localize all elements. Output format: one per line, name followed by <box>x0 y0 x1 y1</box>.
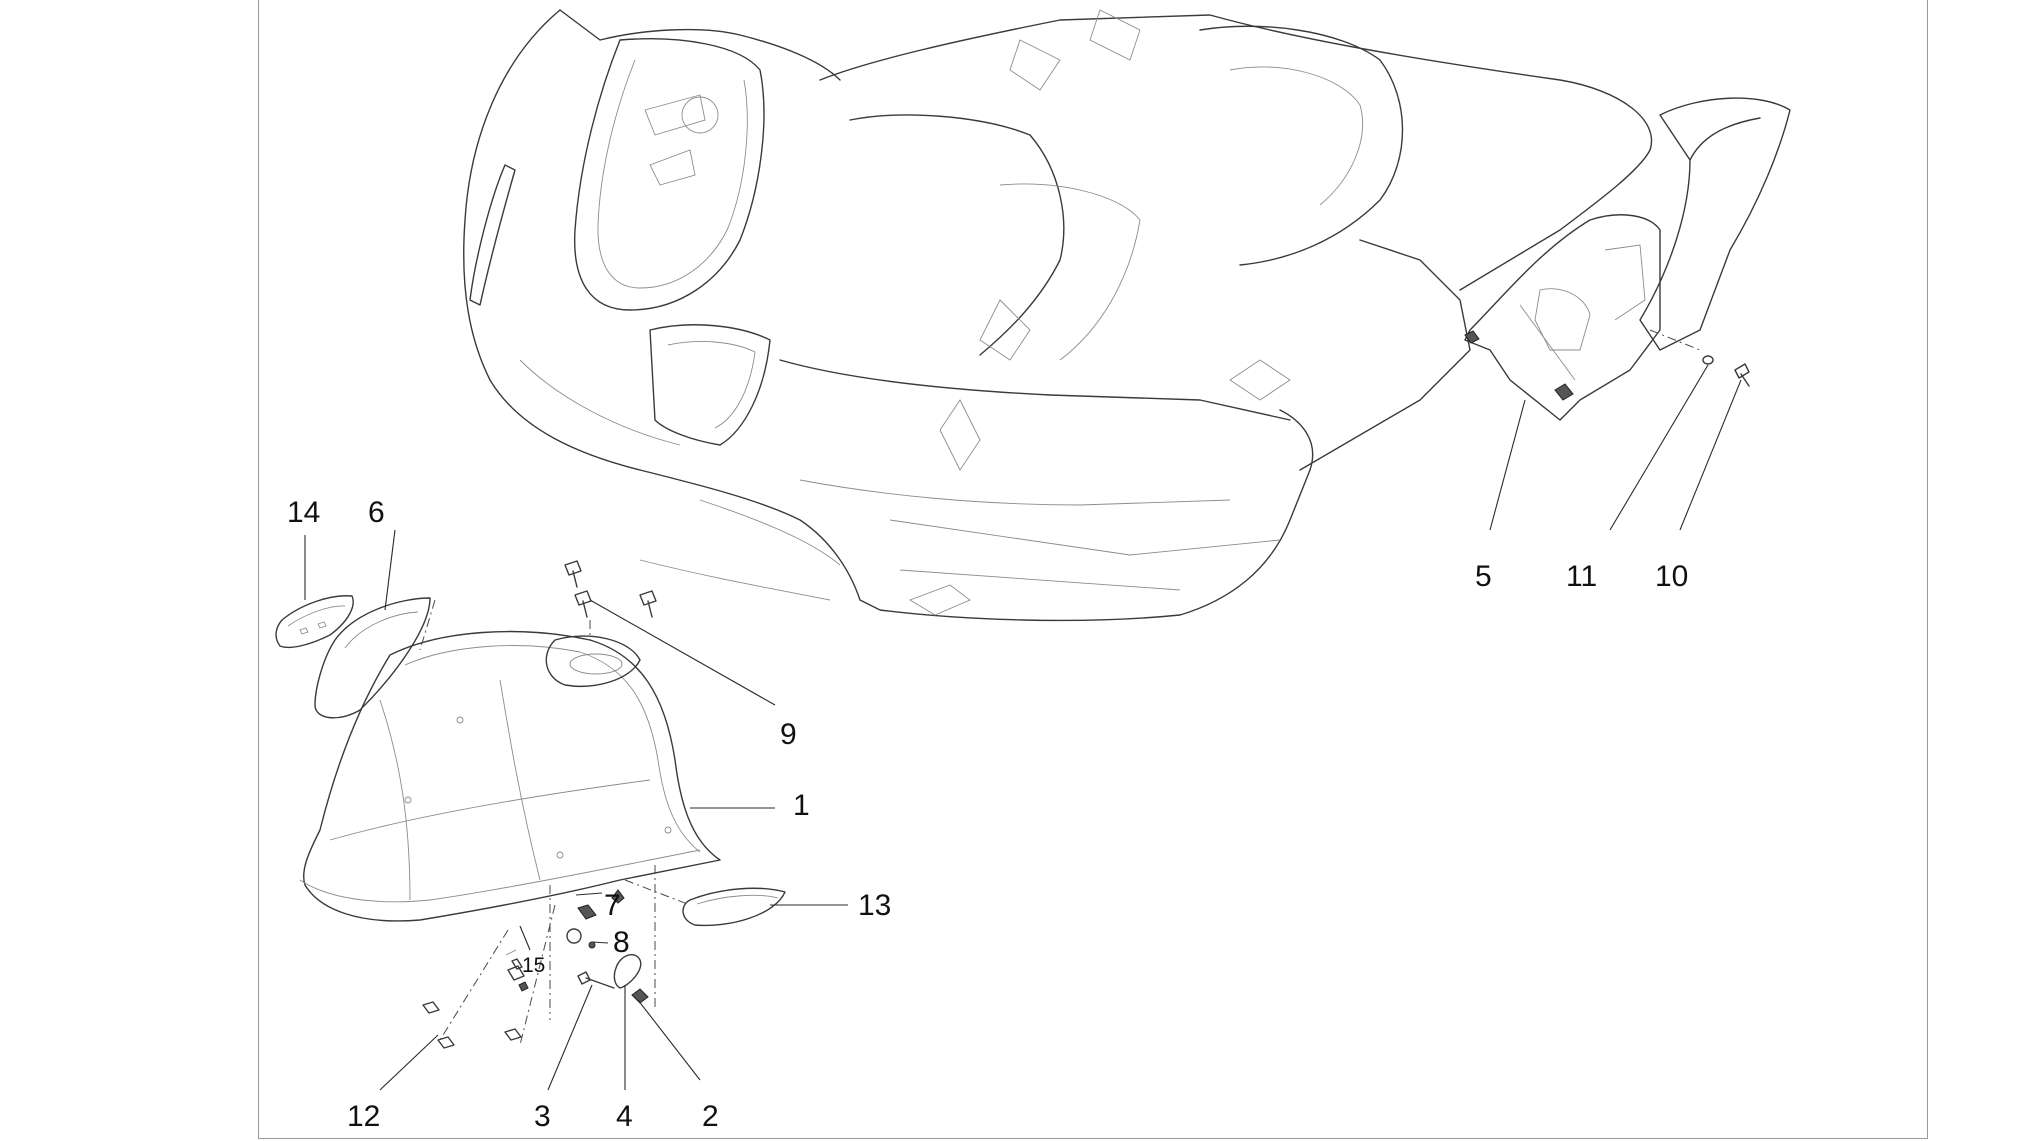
washer-part-11 <box>1702 355 1714 365</box>
callout-5: 5 <box>1475 560 1492 593</box>
scooter-body-drawing <box>463 9 1653 622</box>
pin-part-15 <box>505 949 517 956</box>
callout-12: 12 <box>347 1100 380 1133</box>
clip-part-4 <box>613 954 642 989</box>
callout-7: 7 <box>604 889 621 922</box>
screw-part-3 <box>577 971 615 989</box>
front-mudguard-part <box>299 630 721 922</box>
callout-8: 8 <box>613 926 630 959</box>
axis-line-c <box>519 904 556 1046</box>
rear-fixing-axis-line <box>1649 329 1701 351</box>
axis-line-12 <box>439 929 509 1041</box>
nut-part-2 <box>631 988 649 1004</box>
callout-10: 10 <box>1655 560 1688 593</box>
screw-set-part-9 <box>564 560 657 618</box>
callout-4: 4 <box>616 1100 633 1133</box>
fastener-hardware <box>422 889 625 1049</box>
screw-part-10 <box>1734 363 1750 387</box>
axis-line-13 <box>624 879 691 906</box>
axis-line-6 <box>419 599 436 651</box>
callout-6: 6 <box>368 496 385 529</box>
mudguard-trim-part-13 <box>682 887 786 927</box>
callout-1: 1 <box>793 789 810 822</box>
callout-11: 11 <box>1566 560 1597 593</box>
callout-2: 2 <box>702 1100 719 1133</box>
emblem-part-14 <box>275 595 354 649</box>
callout-15: 15 <box>522 954 545 977</box>
diagram-frame <box>258 0 1928 1139</box>
rear-mudguard-part <box>1464 97 1791 421</box>
callout-13: 13 <box>858 889 891 922</box>
leader-lines <box>304 364 1742 1091</box>
callout-3: 3 <box>534 1100 551 1133</box>
callout-14: 14 <box>287 496 320 529</box>
badge-holder-part-6 <box>314 597 431 719</box>
callout-9: 9 <box>780 718 797 751</box>
